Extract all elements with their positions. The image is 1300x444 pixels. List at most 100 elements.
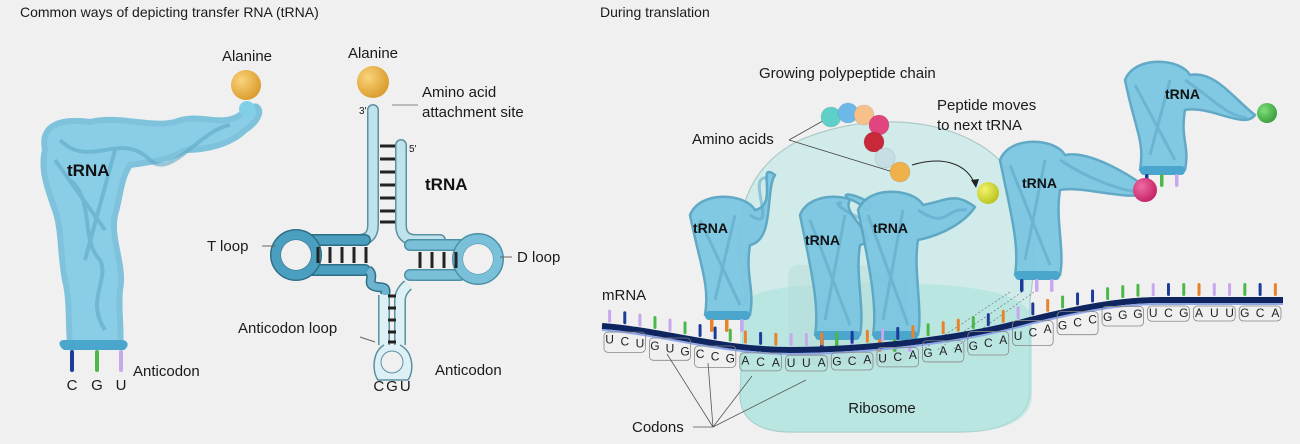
amino-acid-bead	[874, 147, 896, 169]
anticodon-base-u	[1175, 174, 1179, 187]
codon-letter: C	[1028, 325, 1037, 339]
t-loop-label: T loop	[207, 238, 248, 255]
trna-cloverleaf: Alanine Amino acid attachment site 3' 5'…	[207, 45, 560, 395]
anticodon-base-3: U	[116, 377, 127, 394]
amino-acid-bead	[853, 104, 875, 126]
three-prime-label: 3'	[359, 106, 367, 117]
codon-letter: G	[650, 339, 659, 353]
codon-letter: C	[984, 336, 993, 350]
anticodon-label-cloverleaf: Anticodon	[435, 362, 502, 379]
codon-letter: A	[1044, 322, 1052, 336]
amino-acid-ball	[1133, 178, 1157, 202]
codon-box	[603, 331, 646, 353]
codon-letter: U	[1149, 306, 1158, 320]
mrna-base-c	[850, 330, 854, 344]
anticodon-base-1: C	[67, 377, 78, 394]
mrna-base-a	[743, 330, 747, 344]
codon-letter: G	[1103, 310, 1112, 324]
mrna-label: mRNA	[602, 287, 646, 304]
trna-label: tRNA	[1165, 86, 1200, 102]
right-panel-title: During translation	[600, 4, 710, 20]
mrna-base-c	[896, 326, 900, 340]
codon-letter: G	[969, 339, 978, 353]
mrna-base-u	[668, 318, 672, 332]
codon-letter: G	[1133, 307, 1142, 321]
alanine-label-3d: Alanine	[222, 48, 272, 65]
mrna-base-a	[1046, 298, 1050, 312]
mrna-base-u	[1016, 306, 1020, 320]
codon-box	[1147, 305, 1190, 322]
alanine-ball	[231, 70, 261, 100]
codon-letter: C	[848, 354, 857, 368]
codon-letter: G	[680, 344, 689, 358]
codon-leader-lines	[666, 353, 807, 428]
codon-box	[1056, 311, 1099, 336]
codon-letter: A	[909, 348, 917, 362]
mrna-base-c	[1031, 302, 1035, 316]
mrna-base-g	[1243, 283, 1247, 296]
anticodon-base-u	[740, 319, 744, 332]
codon-letter: C	[756, 355, 765, 369]
codon-box	[1101, 306, 1144, 327]
mrna-base-a	[1273, 283, 1277, 296]
codon-letter: C	[1073, 315, 1082, 329]
mrna-base-a	[1197, 283, 1201, 296]
base-c-stick	[70, 350, 74, 372]
codons-label: Codons	[632, 419, 684, 436]
d-loop-label: D loop	[517, 249, 560, 266]
mrna-base-a	[941, 321, 945, 335]
codon-letter: G	[726, 352, 735, 366]
polypeptide-chain	[820, 102, 911, 183]
trna-label: tRNA	[805, 232, 840, 248]
mrna-base-g	[728, 328, 732, 342]
anticodon-base-a	[725, 319, 729, 332]
codon-box	[1192, 305, 1236, 322]
anticodon-base-g	[1160, 174, 1164, 187]
codon-box	[649, 337, 691, 361]
mrna-base-u	[638, 313, 642, 327]
trna-label: tRNA	[693, 220, 728, 236]
growing-chain-label: Growing polypeptide chain	[759, 65, 936, 82]
mrna-base-c	[986, 313, 990, 327]
amino-acids-label: Amino acids	[692, 131, 774, 148]
mrna-base-g	[1106, 287, 1110, 301]
mrna-base-u	[789, 332, 793, 346]
codon-letter: U	[802, 356, 811, 370]
amino-acid-ball	[1257, 103, 1277, 123]
amino-acid-ball	[977, 182, 999, 204]
base-g-stick	[95, 350, 99, 372]
mrna-base-u	[1151, 283, 1155, 297]
codon-box	[1238, 305, 1282, 322]
mrna-base-g	[1121, 285, 1125, 299]
mrna-base-a	[865, 329, 869, 343]
codon-letter: A	[1271, 306, 1279, 320]
amino-acid-bead	[863, 131, 885, 153]
mrna-base-u	[881, 328, 885, 342]
mrna-base-g	[1136, 283, 1140, 297]
codon-letter: G	[1118, 308, 1127, 322]
amino-acid-bead	[889, 161, 911, 183]
mrna-base-g	[1061, 295, 1065, 309]
codon-letter: G	[1240, 306, 1249, 320]
base-u-stick	[119, 350, 123, 372]
mrna-base-a	[911, 325, 915, 339]
peptide-moves-label-2: to next tRNA	[937, 117, 1022, 134]
mrna-base-c	[759, 331, 763, 345]
codon-letter: U	[1210, 306, 1219, 320]
mrna-base-c	[1258, 283, 1262, 296]
codon-box	[739, 352, 782, 372]
alanine-ball-cloverleaf	[357, 66, 389, 98]
mrna-base-g	[971, 316, 975, 330]
pairing-arrow	[951, 291, 1035, 351]
anticodon-base-c	[1020, 279, 1024, 292]
codon-letter: A	[863, 353, 871, 367]
anticodon-bases-cloverleaf: CGU	[373, 378, 412, 395]
trna-label-3d: tRNA	[67, 161, 110, 180]
codon-letter: U	[636, 336, 645, 350]
codon-box	[694, 345, 737, 368]
mrna-base-u	[1212, 283, 1216, 296]
codon-letter: U	[1225, 306, 1234, 320]
codon-box	[785, 354, 828, 372]
